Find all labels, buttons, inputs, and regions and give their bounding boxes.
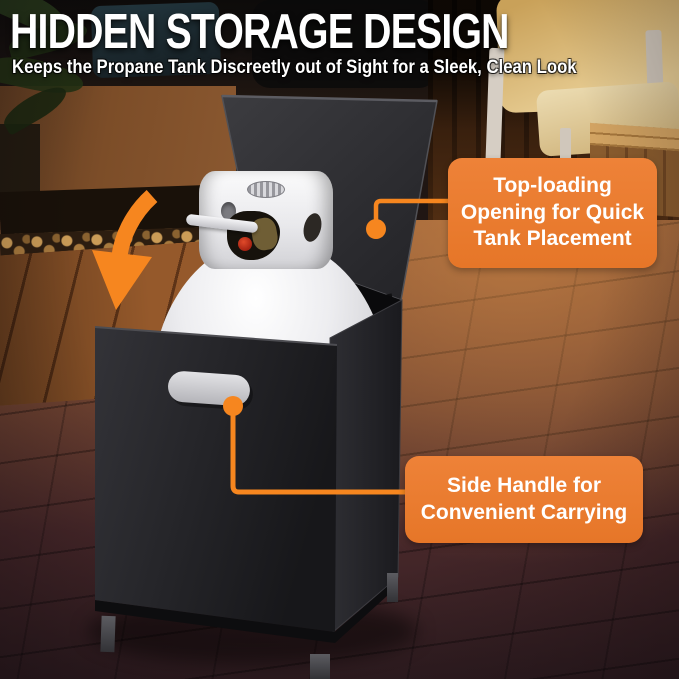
side-callout-connector-line — [230, 403, 410, 495]
page-title: HIDDEN STORAGE DESIGN — [10, 5, 509, 59]
callout-side-handle-text: Side Handle for Convenient Carrying — [420, 473, 628, 524]
cabinet-base-shadow — [95, 577, 398, 643]
page-subtitle: Keeps the Propane Tank Discreetly out of… — [12, 57, 577, 78]
cabinet-leg — [387, 573, 398, 602]
callout-top-loading: Top-loading Opening for Quick Tank Place… — [448, 158, 657, 268]
cabinet-front-panel — [95, 327, 337, 632]
curved-arrow-icon — [111, 190, 158, 262]
callout-top-loading-text: Top-loading Opening for Quick Tank Place… — [460, 173, 645, 251]
top-callout-connector-line — [373, 198, 453, 232]
tank-valve-cap — [247, 181, 285, 198]
top-callout-dot — [366, 219, 386, 239]
front-panel-top-edge — [94, 326, 338, 346]
tank-valve-wheel — [238, 237, 252, 251]
callout-side-handle: Side Handle for Convenient Carrying — [405, 456, 643, 543]
curved-arrow-head-icon — [92, 250, 152, 310]
cabinet-leg — [310, 654, 330, 679]
dark-furniture-silhouette — [252, 0, 437, 88]
cabinet-leg — [100, 615, 116, 653]
lid-edge-highlight — [221, 94, 438, 103]
side-callout-dot — [223, 396, 243, 416]
